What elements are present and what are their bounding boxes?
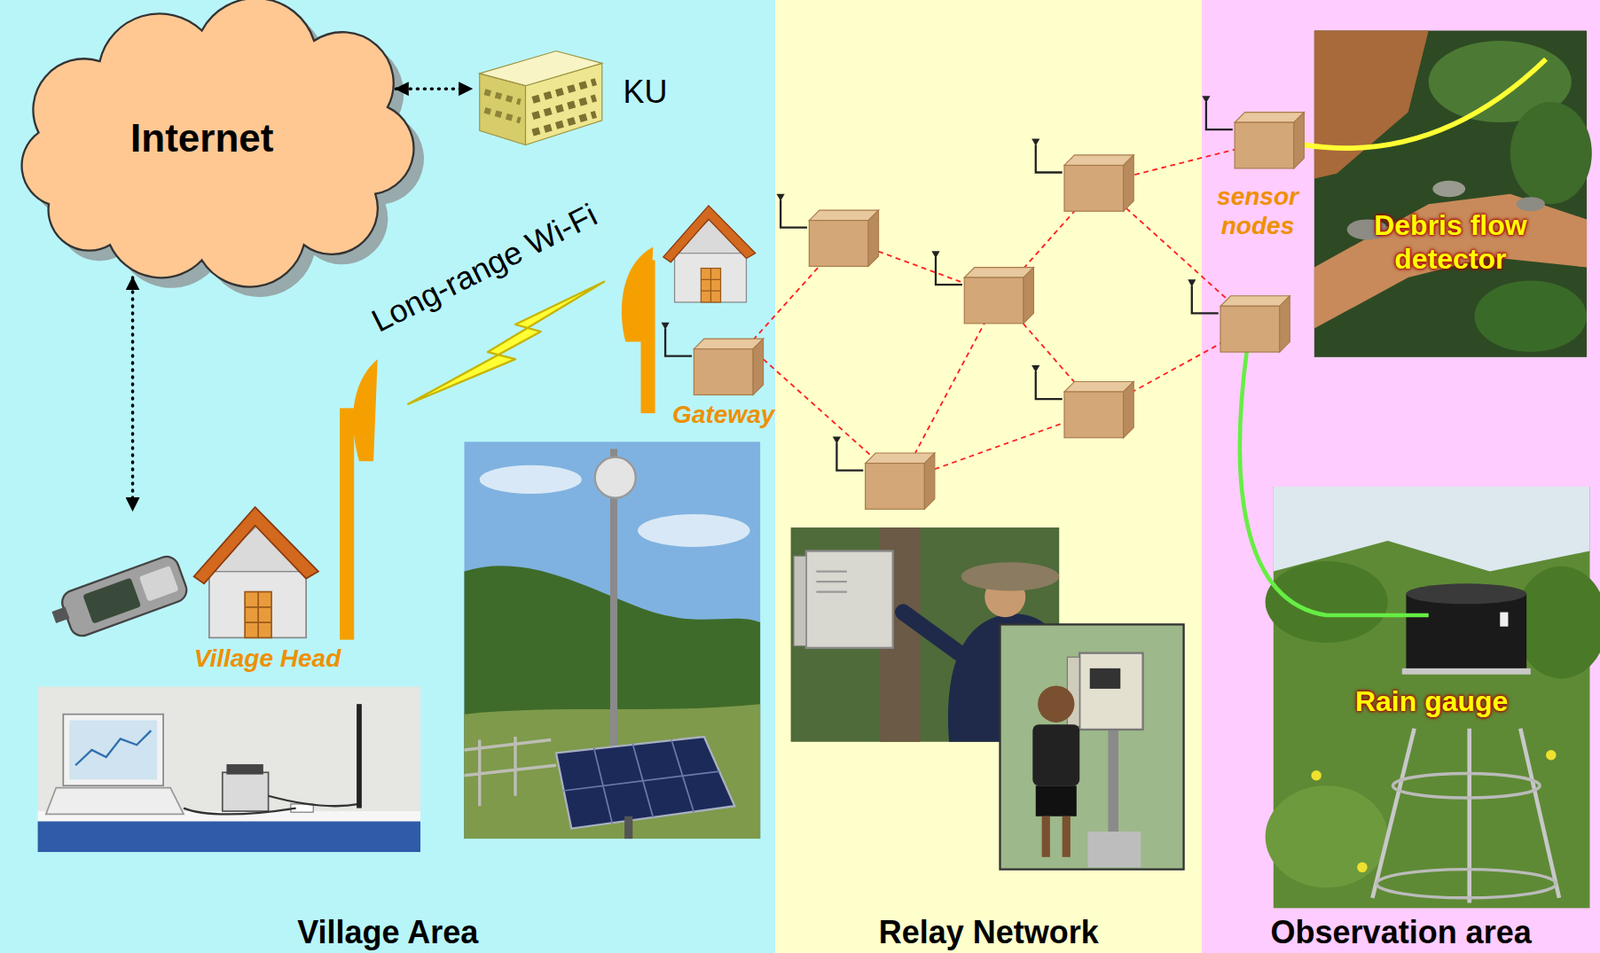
relay-box bbox=[1201, 95, 1304, 169]
photo-frame bbox=[1000, 624, 1185, 870]
building-windows bbox=[533, 97, 597, 117]
photo-cloud bbox=[479, 465, 582, 495]
relay-box bbox=[1187, 279, 1290, 353]
house-icon bbox=[663, 205, 756, 303]
flower bbox=[1310, 770, 1322, 782]
house-label: Village Head bbox=[194, 643, 341, 675]
kid-head bbox=[1037, 685, 1075, 722]
laptop-screen bbox=[62, 714, 164, 787]
cloud-node: Internet bbox=[7, 0, 396, 278]
gauge-cylinder bbox=[1405, 594, 1527, 675]
photo-wall bbox=[38, 687, 421, 853]
foliage bbox=[1510, 101, 1593, 204]
cabinet bbox=[1079, 653, 1143, 730]
rock bbox=[1432, 180, 1466, 197]
laptop-display bbox=[69, 721, 157, 781]
link-label: Long-range Wi-Fi bbox=[365, 195, 604, 340]
region-title: Village Area bbox=[297, 913, 479, 952]
solar-panel bbox=[556, 737, 735, 830]
building-windows bbox=[533, 81, 597, 101]
photo-table-front bbox=[38, 822, 421, 854]
gateway-label: Gateway bbox=[672, 400, 775, 431]
stand-ring bbox=[1402, 668, 1531, 675]
photo-cloud bbox=[637, 514, 751, 548]
relay-box bbox=[776, 194, 879, 267]
cabinet-vents bbox=[815, 572, 848, 593]
antenna-stick bbox=[356, 704, 362, 808]
region-title: Relay Network bbox=[878, 913, 1099, 952]
relay-box bbox=[832, 437, 935, 510]
palm bbox=[1474, 281, 1587, 353]
relay-box bbox=[1031, 139, 1134, 212]
relay-box bbox=[661, 322, 764, 396]
photo-sky bbox=[463, 441, 761, 840]
phone-body bbox=[58, 553, 190, 640]
building-windows bbox=[533, 114, 597, 134]
building-windows bbox=[484, 92, 520, 103]
cloud-label: Internet bbox=[130, 115, 274, 163]
flower bbox=[1356, 862, 1368, 874]
link-label-holder: Long-range Wi-Fi bbox=[365, 195, 604, 340]
panel-stand bbox=[624, 816, 633, 840]
kid-shirt bbox=[1032, 724, 1080, 786]
phone-antenna bbox=[51, 607, 70, 624]
building-windows bbox=[484, 109, 520, 121]
building-label: KU bbox=[622, 72, 667, 111]
sensor-cable bbox=[1239, 350, 1429, 616]
stand-legs bbox=[1372, 729, 1560, 904]
concrete-base bbox=[1087, 831, 1141, 868]
photo-fence bbox=[463, 737, 557, 807]
landslide-scar bbox=[1314, 31, 1429, 180]
device-top bbox=[226, 764, 263, 776]
person-arm bbox=[902, 612, 959, 654]
photo-caption: Debris flow detector bbox=[1343, 208, 1557, 277]
stand-ring bbox=[1376, 870, 1556, 899]
region-title: Observation area bbox=[1270, 913, 1532, 952]
stand-ring bbox=[1392, 773, 1540, 799]
antenna-pole bbox=[339, 407, 354, 640]
bush bbox=[1515, 566, 1600, 680]
rock bbox=[1347, 219, 1389, 240]
mast-dish bbox=[595, 457, 636, 499]
rock bbox=[1516, 196, 1546, 212]
cabinet bbox=[806, 551, 894, 649]
gauge-logo bbox=[1499, 612, 1508, 628]
building-roof bbox=[479, 51, 603, 87]
bush bbox=[1265, 561, 1389, 644]
antenna-dish bbox=[621, 247, 653, 343]
relay-box bbox=[1031, 365, 1134, 439]
gauge-rim bbox=[1405, 583, 1527, 604]
group-label-holder: sensor nodes bbox=[1204, 181, 1312, 242]
map-line bbox=[75, 730, 151, 766]
bush bbox=[1265, 785, 1389, 888]
kid-legs bbox=[1045, 816, 1067, 858]
photo-caption: Rain gauge bbox=[1355, 684, 1508, 719]
dotted-arrow bbox=[131, 277, 135, 510]
house-icon bbox=[194, 507, 319, 638]
device-box bbox=[222, 772, 269, 812]
cables bbox=[183, 796, 360, 816]
cloud-outline bbox=[22, 0, 415, 288]
antenna-dish bbox=[352, 359, 378, 462]
pole bbox=[1107, 714, 1119, 848]
battery bbox=[1090, 668, 1122, 690]
group-label: sensor nodes bbox=[1204, 181, 1312, 242]
laptop-base bbox=[46, 788, 184, 816]
phone-screen bbox=[82, 578, 142, 625]
phone-keypad bbox=[139, 565, 180, 603]
flower bbox=[1545, 750, 1557, 761]
relay-box bbox=[931, 250, 1034, 324]
cabinet-door bbox=[793, 556, 807, 646]
sensor-cable bbox=[1303, 59, 1546, 149]
panel-grid bbox=[563, 739, 720, 824]
dotted-arrow bbox=[395, 86, 471, 91]
kid-shorts bbox=[1035, 785, 1077, 817]
photo-sky bbox=[1273, 486, 1591, 573]
person-hat bbox=[961, 562, 1059, 591]
